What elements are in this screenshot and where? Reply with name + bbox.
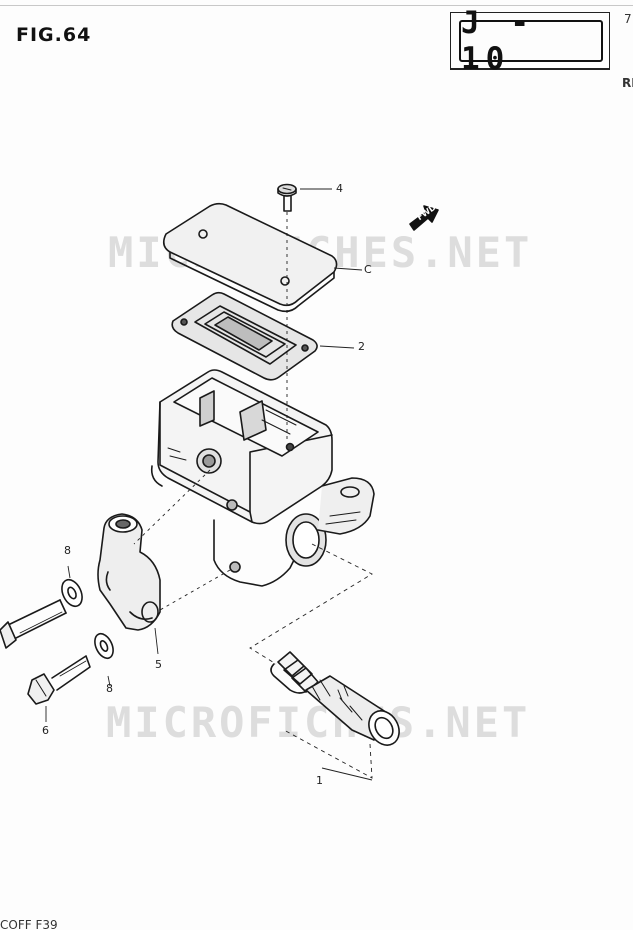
- diaphragm-part: [171, 291, 318, 381]
- reservoir-cap-part: [162, 202, 338, 313]
- callout-part-5: 5: [155, 658, 162, 671]
- edge-mark-top: 7: [624, 12, 632, 26]
- edge-mark-right: RI: [622, 76, 633, 90]
- figure-label: FIG.64: [16, 24, 92, 46]
- watermark-bottom: MICROFICHES.NET: [106, 698, 531, 747]
- washer-upper-part: [61, 578, 83, 608]
- banjo-fitting-part: [97, 513, 161, 631]
- screw-part: [277, 183, 297, 212]
- callout-part-6: 6: [42, 724, 49, 737]
- top-rule: [0, 5, 633, 6]
- bolt-part: [27, 655, 91, 705]
- callout-part-8-upper: 8: [64, 544, 71, 557]
- washer-lower-part: [94, 632, 114, 660]
- forward-arrow-icon: [409, 205, 439, 231]
- callout-part-c: C: [364, 263, 372, 276]
- callout-part-4: 4: [336, 182, 343, 195]
- callout-part-8-lower: 8: [106, 682, 113, 695]
- piston-assembly-part: [270, 651, 400, 746]
- master-cylinder-body: [150, 369, 375, 587]
- long-bolt-part: [0, 599, 67, 649]
- footer-code: COFF F39: [0, 918, 58, 932]
- callout-part-1: 1: [316, 774, 323, 787]
- callout-part-2: 2: [358, 340, 365, 353]
